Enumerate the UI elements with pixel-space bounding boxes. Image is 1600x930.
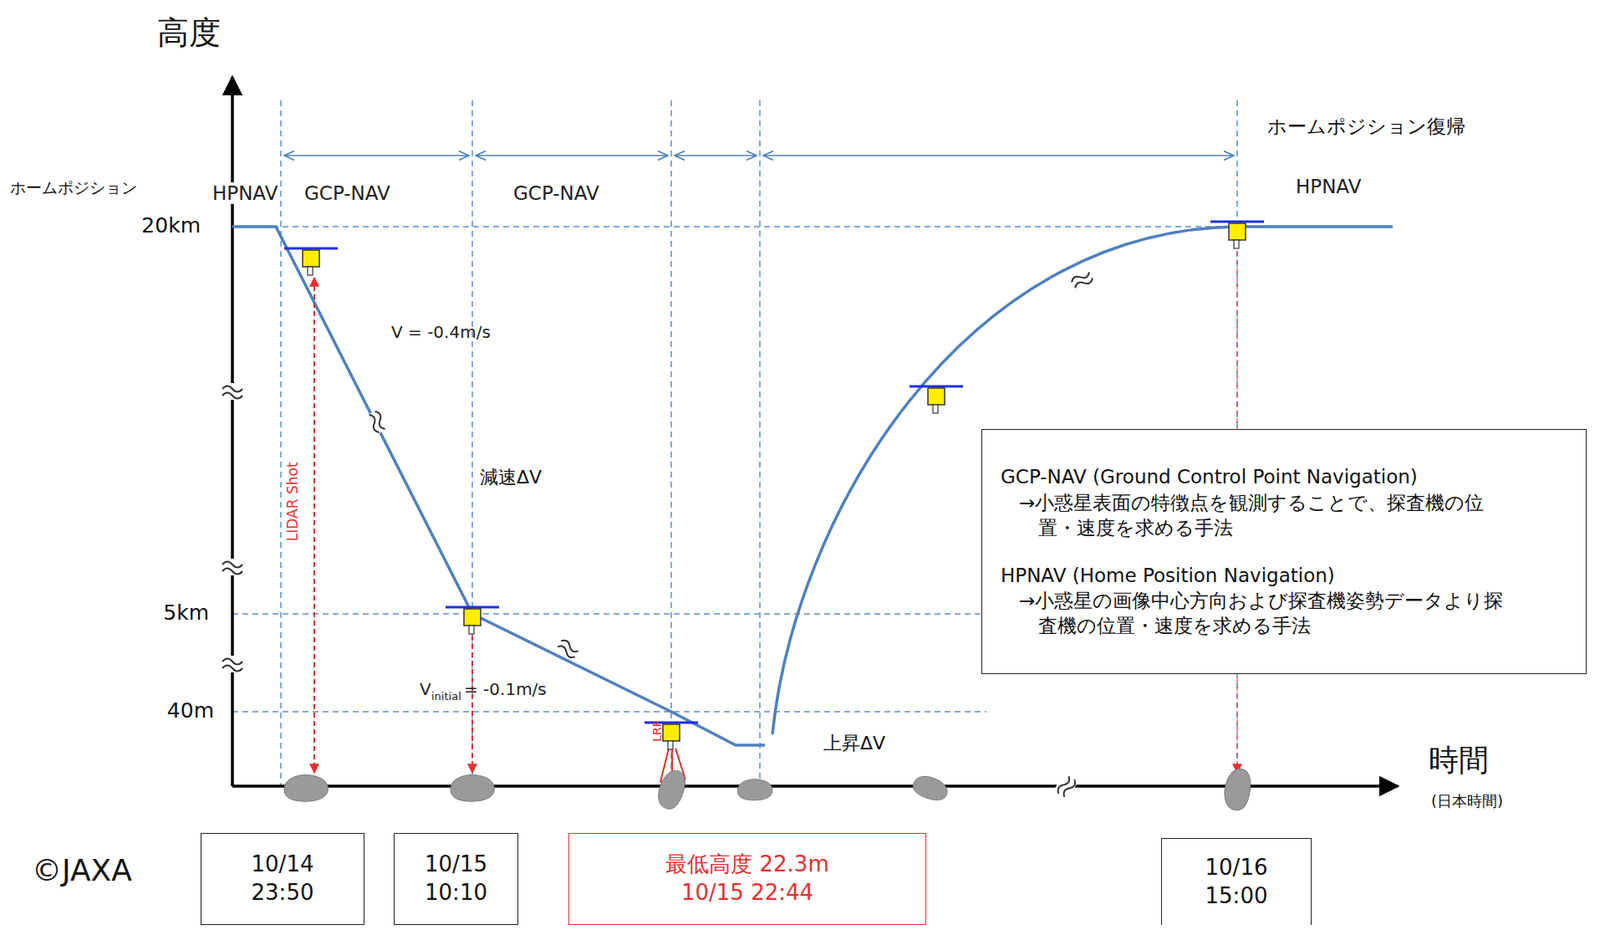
method-heading: GCP-NAV (Ground Control Point Navigation… bbox=[1000, 463, 1573, 490]
maneuver-label: 上昇ΔV bbox=[821, 732, 887, 754]
instrument-label: LRF bbox=[650, 718, 664, 744]
axis-unit: (日本時間) bbox=[1429, 792, 1505, 811]
highlight-date-box: 最低高度 22.3m10/15 22:44 bbox=[568, 832, 927, 925]
date-box: 10/15 10:10 bbox=[393, 832, 519, 925]
level-name: ホームポジション bbox=[8, 178, 139, 198]
axis-title: 高度 bbox=[155, 15, 223, 52]
method-description: →小惑星の画像中心方向および探査機姿勢データより探査機の位置・速度を求める手法 bbox=[1000, 587, 1507, 639]
span-arrows bbox=[284, 154, 1234, 157]
date-box: 10/14 23:50 bbox=[200, 832, 365, 925]
altitude-value: 5km bbox=[161, 601, 211, 626]
velocity-label: V = -0.4m/s bbox=[389, 322, 493, 342]
altitude-value: 20km bbox=[139, 214, 203, 239]
date-text: 10/15 22:44 bbox=[681, 878, 814, 908]
explanation-box: GCP-NAV (Ground Control Point Navigation… bbox=[981, 428, 1587, 674]
method-heading: HPNAV (Home Position Navigation) bbox=[1000, 562, 1573, 588]
date-text: 10/15 10:10 bbox=[424, 850, 488, 908]
phase-note: ホームポジション復帰 bbox=[1265, 115, 1468, 138]
asteroids bbox=[284, 766, 1254, 812]
maneuver-label: 減速ΔV bbox=[478, 466, 544, 488]
velocity-subscript: initial bbox=[429, 690, 464, 704]
axis-title: 時間 bbox=[1426, 742, 1491, 777]
phase-name: HPNAV bbox=[1294, 175, 1363, 198]
date-text: 10/14 23:50 bbox=[251, 850, 315, 908]
date-text: 10/16 15:00 bbox=[1205, 853, 1269, 911]
altitude-value: 40m bbox=[165, 698, 216, 724]
break-marks bbox=[221, 266, 1096, 800]
phase-name: GCP-NAV bbox=[511, 182, 602, 204]
date-box: 10/16 15:00 bbox=[1161, 837, 1312, 925]
phase-name: HPNAV bbox=[210, 182, 280, 204]
phase-name: GCP-NAV bbox=[302, 182, 393, 204]
date-text: 最低高度 22.3m bbox=[665, 850, 829, 879]
instrument-label: LIDAR Shot bbox=[284, 460, 301, 544]
copyright: ©JAXA bbox=[30, 852, 134, 887]
method-description: →小惑星表面の特徴点を観測することで、探査機の位置・速度を求める手法 bbox=[1000, 489, 1507, 541]
velocity-label: = -0.1m/s bbox=[462, 679, 549, 699]
velocity-label: V bbox=[417, 679, 434, 699]
